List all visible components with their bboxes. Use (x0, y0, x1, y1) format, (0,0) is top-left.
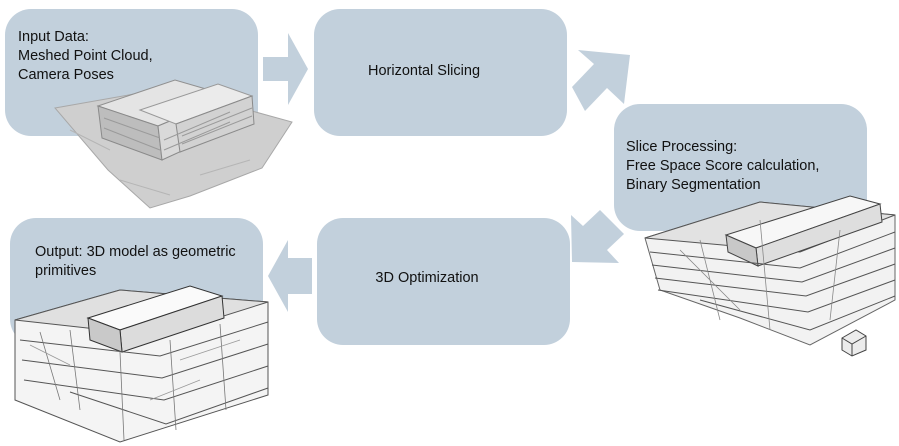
optimization-box (317, 218, 570, 345)
output-line-1: Output: 3D model as geometric (35, 244, 236, 260)
primitive-model-icon (14, 285, 269, 443)
meshed-point-cloud-icon (54, 79, 293, 209)
arrow-left-icon (268, 240, 312, 312)
output-line-2: primitives (35, 263, 97, 279)
processing-line-1: Free Space Score calculation, (626, 158, 820, 174)
optimization-title: 3D Optimization (375, 270, 479, 286)
horizontal-slicing-box (314, 9, 567, 136)
arrow-down-left-icon (571, 210, 624, 263)
arrow-right-icon (263, 33, 308, 105)
arrow-down-right-icon (572, 50, 630, 111)
processing-title: Slice Processing: (626, 139, 738, 155)
slicing-title: Horizontal Slicing (367, 63, 481, 79)
input-title: Input Data: (18, 29, 89, 45)
input-line-1: Meshed Point Cloud, (18, 48, 153, 64)
input-line-2: Camera Poses (18, 67, 114, 83)
processing-line-2: Binary Segmentation (626, 177, 761, 193)
sliced-building-icon (644, 195, 896, 357)
